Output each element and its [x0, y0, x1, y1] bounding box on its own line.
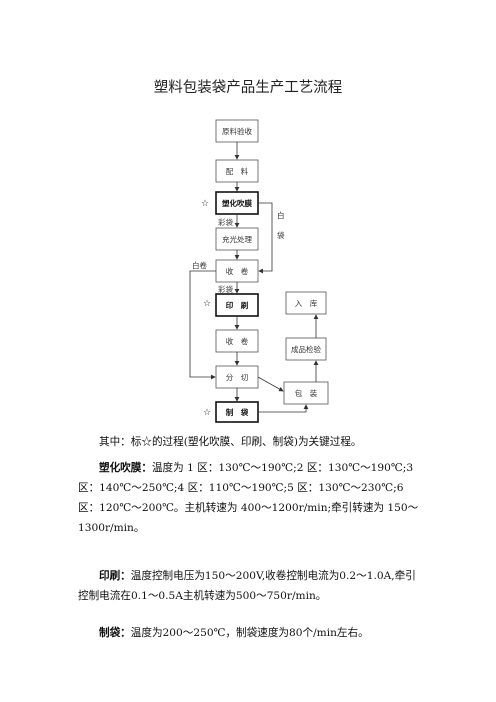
box-winding-1: 收 卷: [215, 259, 259, 283]
note-paragraph: 其中：标☆的过程(塑化吹膜、印刷、制袋)为关键过程。: [99, 436, 362, 448]
svg-text:分 切: 分 切: [226, 373, 249, 382]
svg-text:印 刷: 印 刷: [226, 300, 249, 310]
star-blown-film: ☆: [201, 199, 209, 209]
label-white-roll: 白卷: [192, 260, 207, 270]
box-printing: 印 刷: [215, 293, 259, 317]
flow-arrows: [189, 142, 319, 413]
blown-film-body: 温度为 1 区：130℃～190℃;2 区：130℃～190℃;3 区：140℃…: [78, 462, 419, 534]
printing-body: 温度控制电压为150～200V,收卷控制电流为0.2～1.0A,牵引控制电流在0…: [78, 570, 416, 602]
blown-film-paragraph: 塑化吹膜：温度为 1 区：130℃～190℃;2 区：130℃～190℃;3 区…: [78, 458, 420, 538]
svg-text:入 库: 入 库: [295, 298, 318, 308]
page-title: 塑料包装袋产品生产工艺流程: [153, 80, 343, 96]
box-slitting: 分 切: [215, 365, 259, 389]
svg-text:收 卷: 收 卷: [226, 336, 249, 346]
box-blown-film: 塑化吹膜: [215, 191, 259, 215]
printing-heading: 印刷：: [99, 570, 131, 582]
bag-making-body: 温度为200～250℃，制袋速度为80个/min左右。: [130, 627, 369, 639]
blown-film-heading: 塑化吹膜：: [99, 462, 152, 474]
label-color-bag-2: 彩袋: [218, 284, 233, 294]
printing-paragraph: 印刷：温度控制电压为150～200V,收卷控制电流为0.2～1.0A,牵引控制电…: [78, 566, 420, 606]
svg-text:包 装: 包 装: [295, 388, 318, 398]
box-packing: 包 装: [283, 381, 329, 405]
label-white-bag-2: 袋: [277, 230, 285, 240]
label-color-bag-1: 彩袋: [218, 217, 233, 227]
box-batching: 配 料: [215, 159, 259, 183]
box-inspection: 成品检验: [285, 337, 327, 361]
star-printing: ☆: [203, 299, 211, 309]
bag-making-heading: 制袋：: [99, 627, 131, 639]
box-warehouse: 入 库: [285, 291, 327, 315]
process-flowchart: 原料验收 配 料 塑化吹膜 充光处理 收 卷 印 刷 收 卷 分 切 制 袋 入…: [189, 119, 329, 423]
svg-text:充光处理: 充光处理: [222, 234, 252, 244]
svg-text:原料验收: 原料验收: [222, 126, 252, 136]
box-raw-material: 原料验收: [215, 119, 259, 143]
star-bag-making: ☆: [203, 408, 211, 418]
svg-text:制 袋: 制 袋: [226, 407, 249, 417]
box-corona: 充光处理: [215, 227, 259, 251]
label-white-bag-1: 白: [277, 210, 285, 220]
svg-text:成品检验: 成品检验: [291, 344, 321, 354]
bag-making-paragraph: 制袋：温度为200～250℃，制袋速度为80个/min左右。: [78, 623, 420, 643]
svg-text:塑化吹膜: 塑化吹膜: [222, 198, 252, 208]
svg-text:配 料: 配 料: [226, 166, 249, 176]
box-bag-making: 制 袋: [215, 401, 259, 423]
svg-text:收 卷: 收 卷: [226, 266, 249, 276]
box-winding-2: 收 卷: [215, 329, 259, 353]
